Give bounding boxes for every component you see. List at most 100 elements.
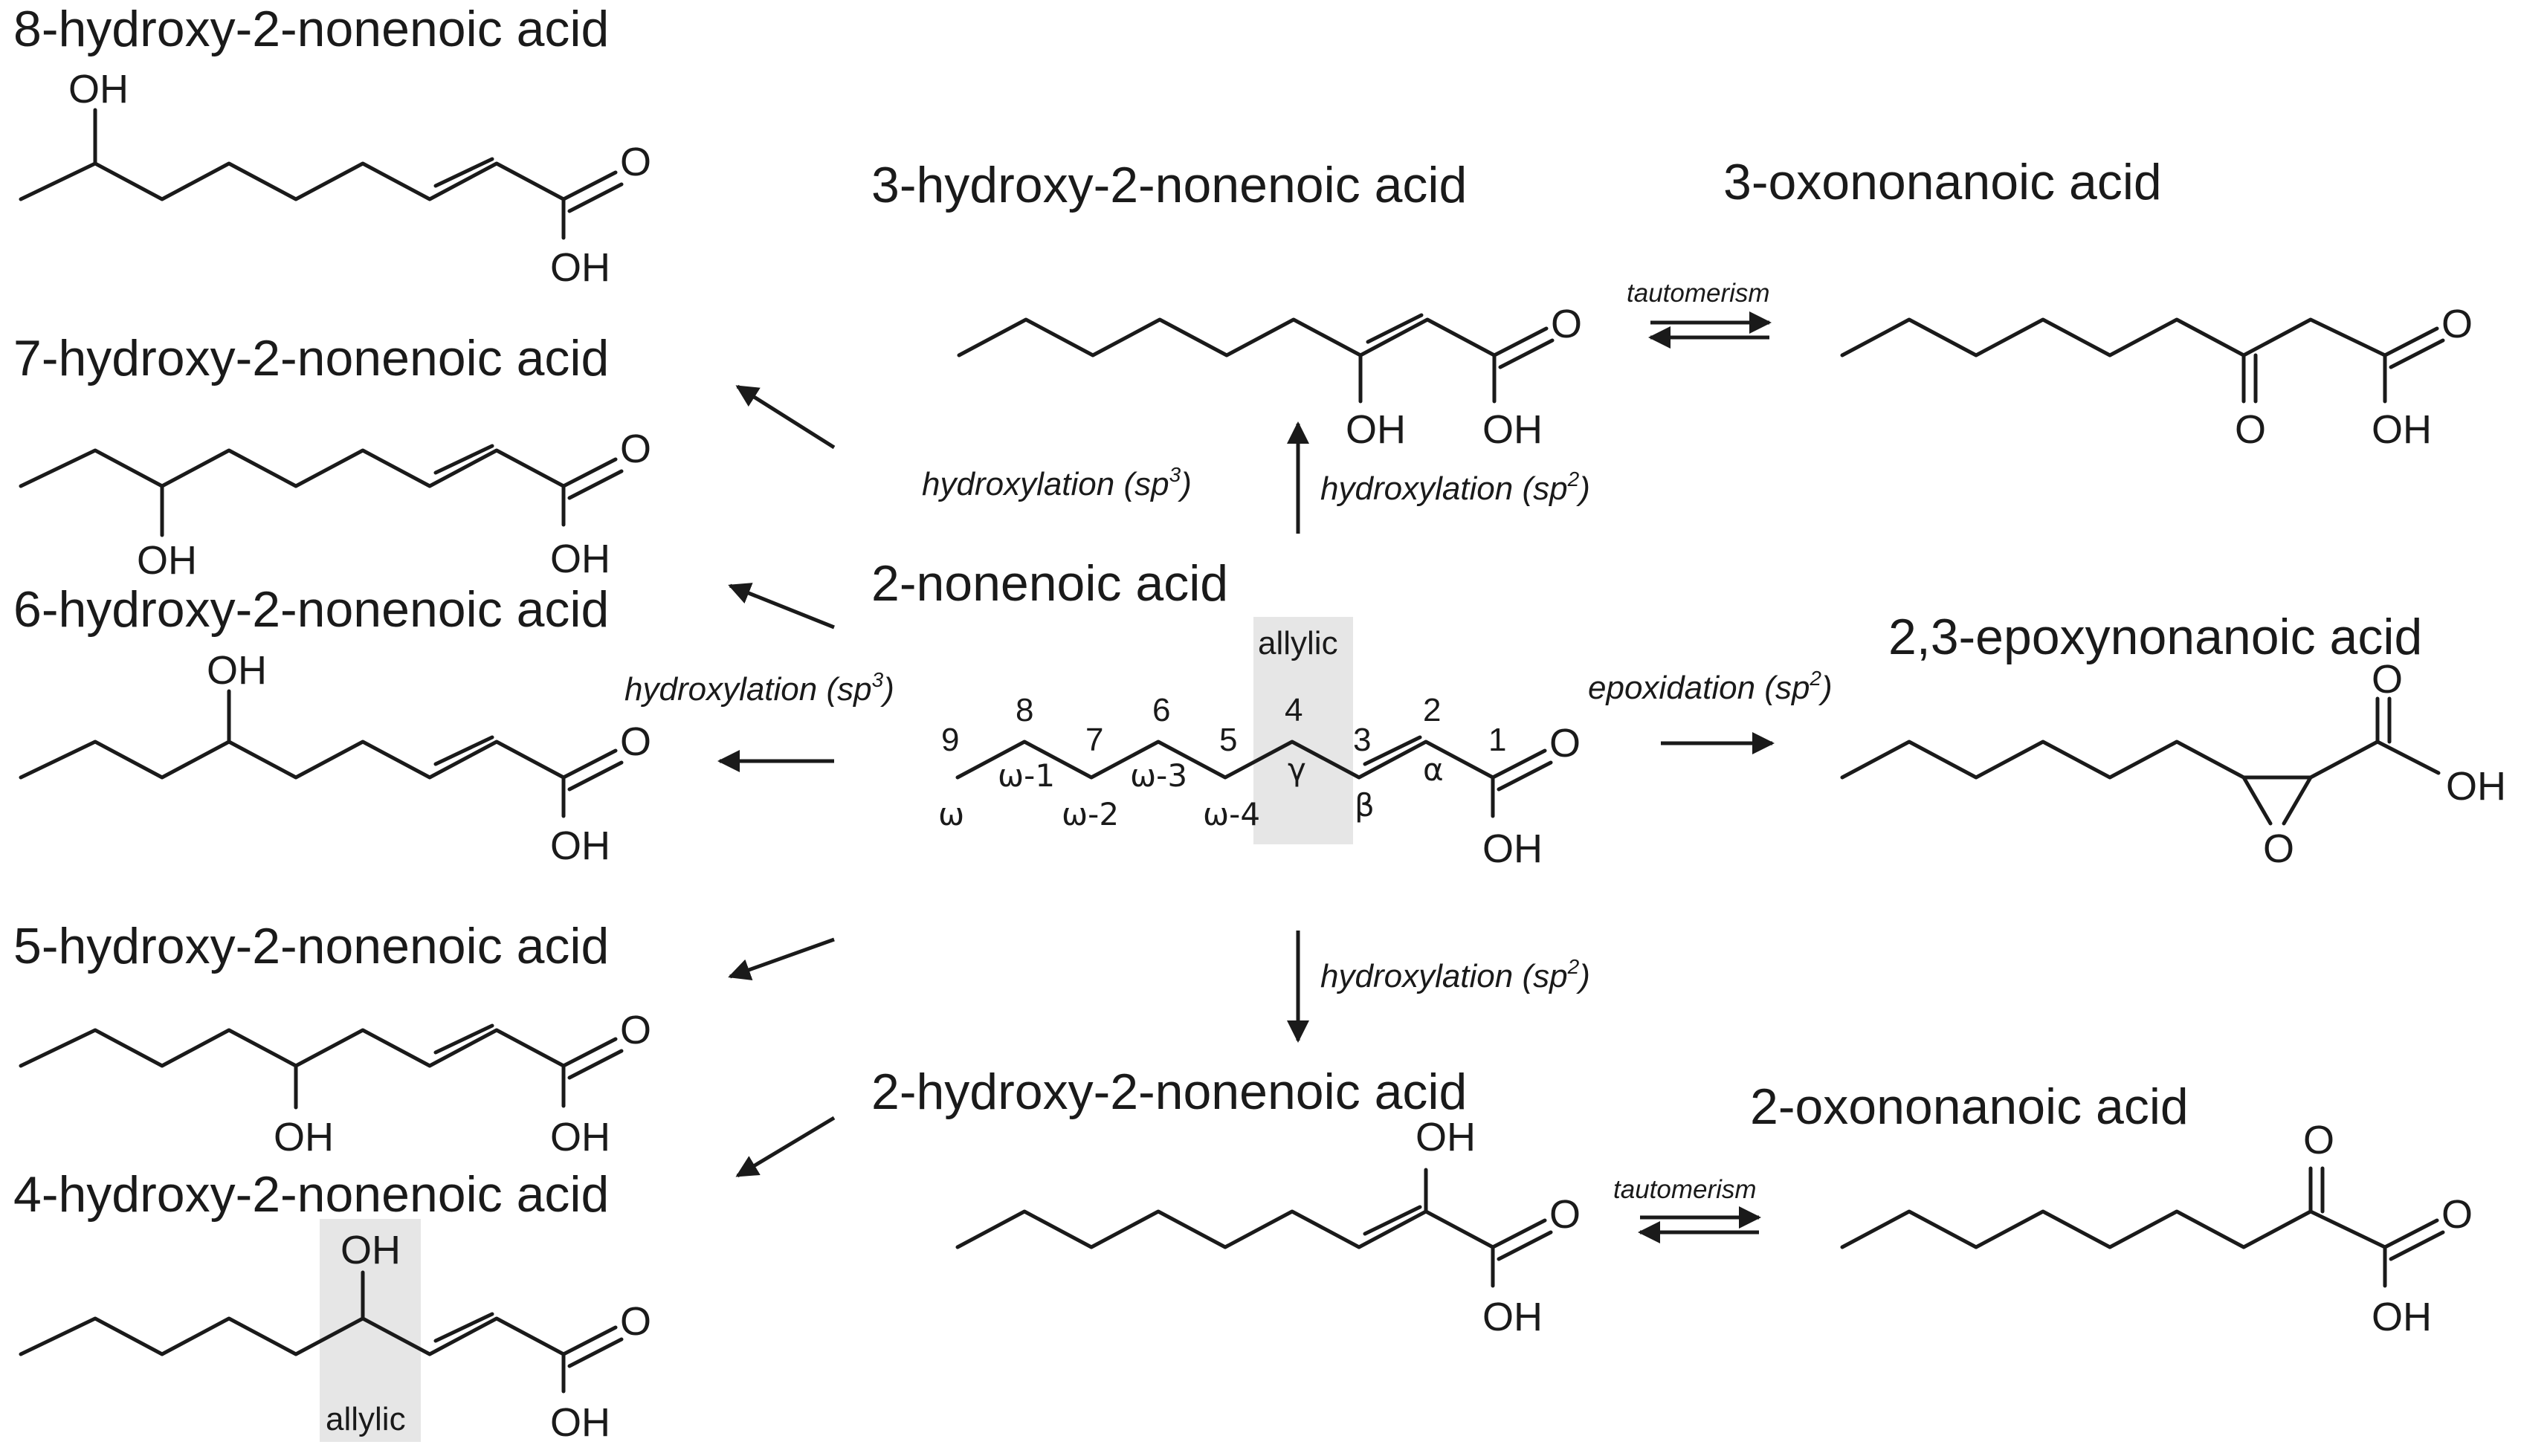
carbonyl-bond (561, 748, 618, 780)
compound-2-nonenoic-acid: allylic 2-nonenoic acid O OH 9 8 7 6 5 4… (871, 555, 1581, 871)
double-bond (433, 444, 494, 475)
acid-hydroxyl-label: OH (550, 245, 610, 290)
hydroxylation-arrows-left (717, 384, 836, 1178)
carbon-chain (955, 740, 1495, 780)
reaction-text: hydroxylation (sp (922, 466, 1169, 502)
tautomerism-label: tautomerism (1613, 1175, 1757, 1204)
hydroxylation-sp3-label-mid: hydroxylation (sp3) (624, 668, 894, 708)
carbonyl-bond (2383, 326, 2439, 357)
compound-name: 2-oxononanoic acid (1750, 1078, 2189, 1135)
reaction-text: hydroxylation (sp (1320, 470, 1568, 507)
allylic-label: allylic (1258, 625, 1338, 661)
carbonyl-bond (1492, 326, 1549, 357)
carbonyl-oxygen-label: O (620, 1008, 651, 1052)
epoxide-bond-left (2241, 775, 2273, 826)
double-bond (1363, 735, 1422, 766)
acid-hydroxyl-label: OH (1482, 826, 1543, 871)
compound-name: 8-hydroxy-2-nonenoic acid (13, 1, 609, 57)
carbon-number-4: 4 (1285, 692, 1303, 728)
compound-3-hydroxy-2-nonenoic-acid: 3-hydroxy-2-nonenoic acid OH O OH (871, 157, 1582, 452)
compound-name: 7-hydroxy-2-nonenoic acid (13, 330, 609, 386)
omega-minus-4-label: ω-4 (1203, 796, 1260, 832)
carbonyl-oxygen-label: O (620, 719, 651, 764)
hydroxyl-label: OH (340, 1228, 401, 1272)
carbon-number-3: 3 (1353, 722, 1371, 758)
carbon-number-8: 8 (1016, 692, 1033, 728)
double-bond (1366, 313, 1424, 344)
compound-7-hydroxy-2-nonenoic-acid: 7-hydroxy-2-nonenoic acid OH O OH (13, 330, 651, 583)
carbonyl-bond-2 (567, 1337, 624, 1368)
carbonyl-bond-2 (1497, 760, 1553, 792)
carbon-chain (955, 1209, 1495, 1249)
acid-hydroxyl-label: OH (2372, 1295, 2432, 1339)
carbonyl-bond (561, 457, 618, 488)
compound-name: 2,3-epoxynonanoic acid (1888, 609, 2422, 665)
carbonyl-bond-2 (567, 760, 624, 792)
compound-4-hydroxy-2-nonenoic-acid: 4-hydroxy-2-nonenoic acid OH allylic O O… (13, 1166, 651, 1445)
superscript: 2 (1567, 467, 1580, 491)
acid-hydroxyl-label: OH (2372, 407, 2432, 452)
arrow-to-4-hydroxy (728, 937, 835, 981)
carbon-chain (1840, 1209, 2387, 1249)
carbonyl-bond-2 (1498, 338, 1555, 369)
omega-minus-2-label: ω-2 (1062, 796, 1119, 832)
tautomerism-equilibrium-top: tautomerism (1627, 279, 1772, 349)
allylic-label: allylic (326, 1401, 406, 1437)
carbonyl-bond (1491, 1218, 1547, 1249)
carbonyl-bond (2383, 1218, 2439, 1249)
superscript: 3 (1169, 463, 1181, 486)
hydroxylation-sp3-label-top: hydroxylation (sp3) (922, 463, 1192, 502)
compound-name: 3-oxononanoic acid (1723, 154, 2162, 210)
carbon-number-9: 9 (941, 722, 959, 758)
carbonyl-bond-2 (1497, 1230, 1553, 1261)
compound-3-oxononanoic-acid: 3-oxononanoic acid O O OH (1723, 154, 2473, 452)
double-bond (1363, 1205, 1422, 1236)
carbonyl-bond-2 (567, 1049, 624, 1080)
arrow-to-6-hydroxy (728, 583, 835, 630)
carbonyl-oxygen-label: O (2441, 1192, 2473, 1237)
omega-label: ω (938, 796, 964, 832)
compound-name: 6-hydroxy-2-nonenoic acid (13, 581, 609, 638)
carbon-chain (19, 448, 566, 488)
arrow-to-7-hydroxy (735, 384, 836, 450)
keto-oxygen-label: O (2235, 407, 2266, 452)
carbon-chain (19, 1316, 566, 1356)
carbonyl-bond (561, 1037, 618, 1068)
compound-5-hydroxy-2-nonenoic-acid: 5-hydroxy-2-nonenoic acid OH O OH (13, 918, 651, 1159)
alpha-label: α (1423, 751, 1444, 788)
compound-8-hydroxy-2-nonenoic-acid: 8-hydroxy-2-nonenoic acid OH O OH (13, 1, 651, 290)
epoxide-oxygen-label: O (2263, 826, 2294, 871)
carbonyl-bond-2 (567, 469, 624, 500)
carbonyl-oxygen-label: O (1549, 1192, 1581, 1237)
carbonyl-bond-2 (2389, 338, 2445, 369)
reaction-text: hydroxylation (sp (624, 671, 872, 708)
carbon-chain (1840, 317, 2387, 357)
compound-name: 3-hydroxy-2-nonenoic acid (871, 157, 1467, 213)
carbon-chain (1840, 740, 2380, 780)
carbon-number-2: 2 (1423, 692, 1441, 728)
acid-hydroxyl-label: OH (550, 1115, 610, 1159)
carbon-number-5: 5 (1219, 722, 1237, 758)
superscript: 2 (1567, 955, 1580, 978)
carbonyl-bond-2 (567, 182, 624, 213)
compound-name: 4-hydroxy-2-nonenoic acid (13, 1166, 609, 1223)
compound-2-oxononanoic-acid: 2-oxononanoic acid O O OH (1750, 1078, 2473, 1339)
double-bond (433, 1023, 494, 1055)
omega-minus-3-label: ω-3 (1130, 757, 1187, 794)
carbonyl-oxygen-label: O (2372, 657, 2403, 702)
tautomerism-equilibrium-bottom: tautomerism (1613, 1175, 1761, 1243)
keto-oxygen-label: O (2303, 1118, 2334, 1162)
hydroxyl-label: OH (1416, 1115, 1476, 1159)
epoxide-bond-right (2282, 775, 2313, 826)
compound-name: 2-hydroxy-2-nonenoic acid (871, 1064, 1467, 1120)
hydroxyl-label: OH (68, 67, 129, 111)
hydroxyl-label: OH (207, 648, 267, 693)
acid-oh-bond (2375, 740, 2441, 775)
beta-label: β (1355, 787, 1375, 824)
hydroxyl-label: OH (137, 538, 197, 583)
carbon-chain (19, 740, 566, 780)
double-bond (433, 735, 494, 766)
carbonyl-oxygen-label: O (2441, 302, 2473, 346)
